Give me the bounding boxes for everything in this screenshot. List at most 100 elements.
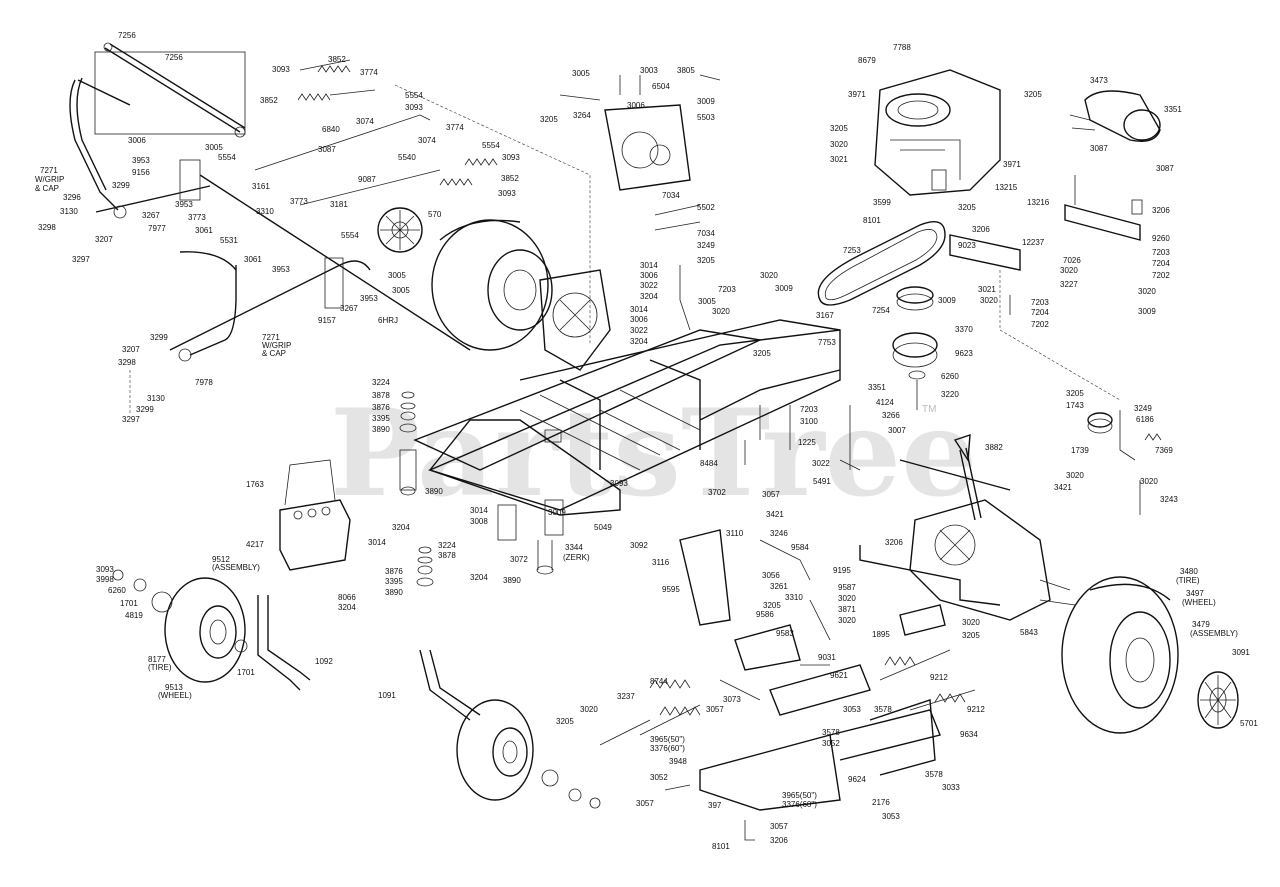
callout: 3267: [142, 211, 160, 220]
callout: 3220: [941, 390, 959, 399]
callout: 7253: [843, 246, 861, 255]
callout: 3878: [372, 391, 390, 400]
callout: 3351: [1164, 105, 1182, 114]
callout: 9587: [838, 583, 856, 592]
callout: 3264: [573, 111, 591, 120]
callout: 9621: [830, 671, 848, 680]
callout: 3890: [385, 588, 403, 597]
callout: 3774: [446, 123, 464, 132]
callout: 3421: [1054, 483, 1072, 492]
callout: 9584: [791, 543, 809, 552]
callout: 3003: [640, 66, 658, 75]
callout: 1739: [1071, 446, 1089, 455]
callout: 3237: [617, 692, 635, 701]
callout: 13215: [995, 183, 1018, 192]
callout: 5554: [341, 231, 359, 240]
callout: 1092: [315, 657, 333, 666]
callout: 3376(60"): [650, 744, 685, 753]
callout: 3204: [392, 523, 410, 532]
callout: 570: [428, 210, 442, 219]
callout: & CAP: [262, 349, 286, 358]
callout: 3074: [418, 136, 436, 145]
callout: (ASSEMBLY): [1190, 629, 1238, 638]
callout: 13216: [1027, 198, 1050, 207]
callout: 3033: [942, 783, 960, 792]
callout: 7203: [800, 405, 818, 414]
callout: 3057: [636, 799, 654, 808]
hub-cap-570: [377, 207, 423, 253]
callout: 3878: [438, 551, 456, 560]
muffler-bracket: [1064, 175, 1143, 241]
callout: 3224: [438, 541, 456, 550]
pedestal-stack: [399, 391, 434, 587]
callout: 7203: [1152, 248, 1170, 257]
callout: (WHEEL): [158, 691, 192, 700]
callout: 3204: [470, 573, 488, 582]
callout: 4819: [125, 611, 143, 620]
callout: 3020: [580, 705, 598, 714]
callout: 3299: [112, 181, 130, 190]
callout: 9260: [1152, 234, 1170, 243]
callout: 3497: [1186, 589, 1204, 598]
callout: 3206: [885, 538, 903, 547]
callout: 3093: [96, 565, 114, 574]
callout: 3204: [630, 337, 648, 346]
callout: 3009: [697, 97, 715, 106]
callout: 3702: [708, 488, 726, 497]
callout: 3204: [640, 292, 658, 301]
callout: 6840: [322, 125, 340, 134]
callout: 3205: [1024, 90, 1042, 99]
callout: 3227: [1060, 280, 1078, 289]
callout: 3009: [548, 508, 566, 517]
callout: 9583: [776, 629, 794, 638]
transaxle-right: [909, 499, 1076, 621]
wheel-cover-5701: [1197, 671, 1239, 729]
watermark-trademark: TM: [922, 404, 936, 415]
callout: 3246: [770, 529, 788, 538]
callout: 7256: [118, 31, 136, 40]
callout: 9512: [212, 555, 230, 564]
deck-lift-assembly: [599, 529, 976, 841]
callout: 3298: [118, 358, 136, 367]
callout: 3009: [1138, 307, 1156, 316]
drive-belt: [817, 221, 946, 410]
callout: 7034: [662, 191, 680, 200]
idler-pulley-right: [1087, 410, 1141, 515]
callout: 3020: [838, 616, 856, 625]
callout: 3072: [510, 555, 528, 564]
callout: 9513: [165, 683, 183, 692]
callout: 7753: [818, 338, 836, 347]
callout: 1091: [378, 691, 396, 700]
callout: 3310: [785, 593, 803, 602]
callout: 3578: [925, 770, 943, 779]
callout: 3890: [425, 487, 443, 496]
callout: 3971: [1003, 160, 1021, 169]
callout: 3805: [677, 66, 695, 75]
callout: 3395: [372, 414, 390, 423]
callout: 7204: [1152, 259, 1170, 268]
callout: 3110: [726, 529, 744, 538]
callout: 3020: [830, 140, 848, 149]
callout: 3948: [669, 757, 687, 766]
callout: 3296: [63, 193, 81, 202]
callout: 3014: [640, 261, 658, 270]
callout: 9212: [967, 705, 985, 714]
callout: 9195: [833, 566, 851, 575]
callout: 1895: [872, 630, 890, 639]
engine: [874, 69, 1001, 196]
callout-labels: 7256 7256 3093 3852 3852 3774 5554 3093 …: [35, 31, 1258, 851]
callout: 6504: [652, 82, 670, 91]
callout: 3014: [368, 538, 386, 547]
callout: 3473: [1090, 76, 1108, 85]
callout: 3020: [1060, 266, 1078, 275]
callout: 3351: [868, 383, 886, 392]
callout: 3206: [770, 836, 788, 845]
callout: 3005: [392, 286, 410, 295]
callout: 7977: [148, 224, 166, 233]
callout: 3057: [762, 490, 780, 499]
callout: 7788: [893, 43, 911, 52]
callout: 3205: [1066, 389, 1084, 398]
callout: 3022: [640, 281, 658, 290]
callout: 9212: [930, 673, 948, 682]
callout: 1743: [1066, 401, 1084, 410]
